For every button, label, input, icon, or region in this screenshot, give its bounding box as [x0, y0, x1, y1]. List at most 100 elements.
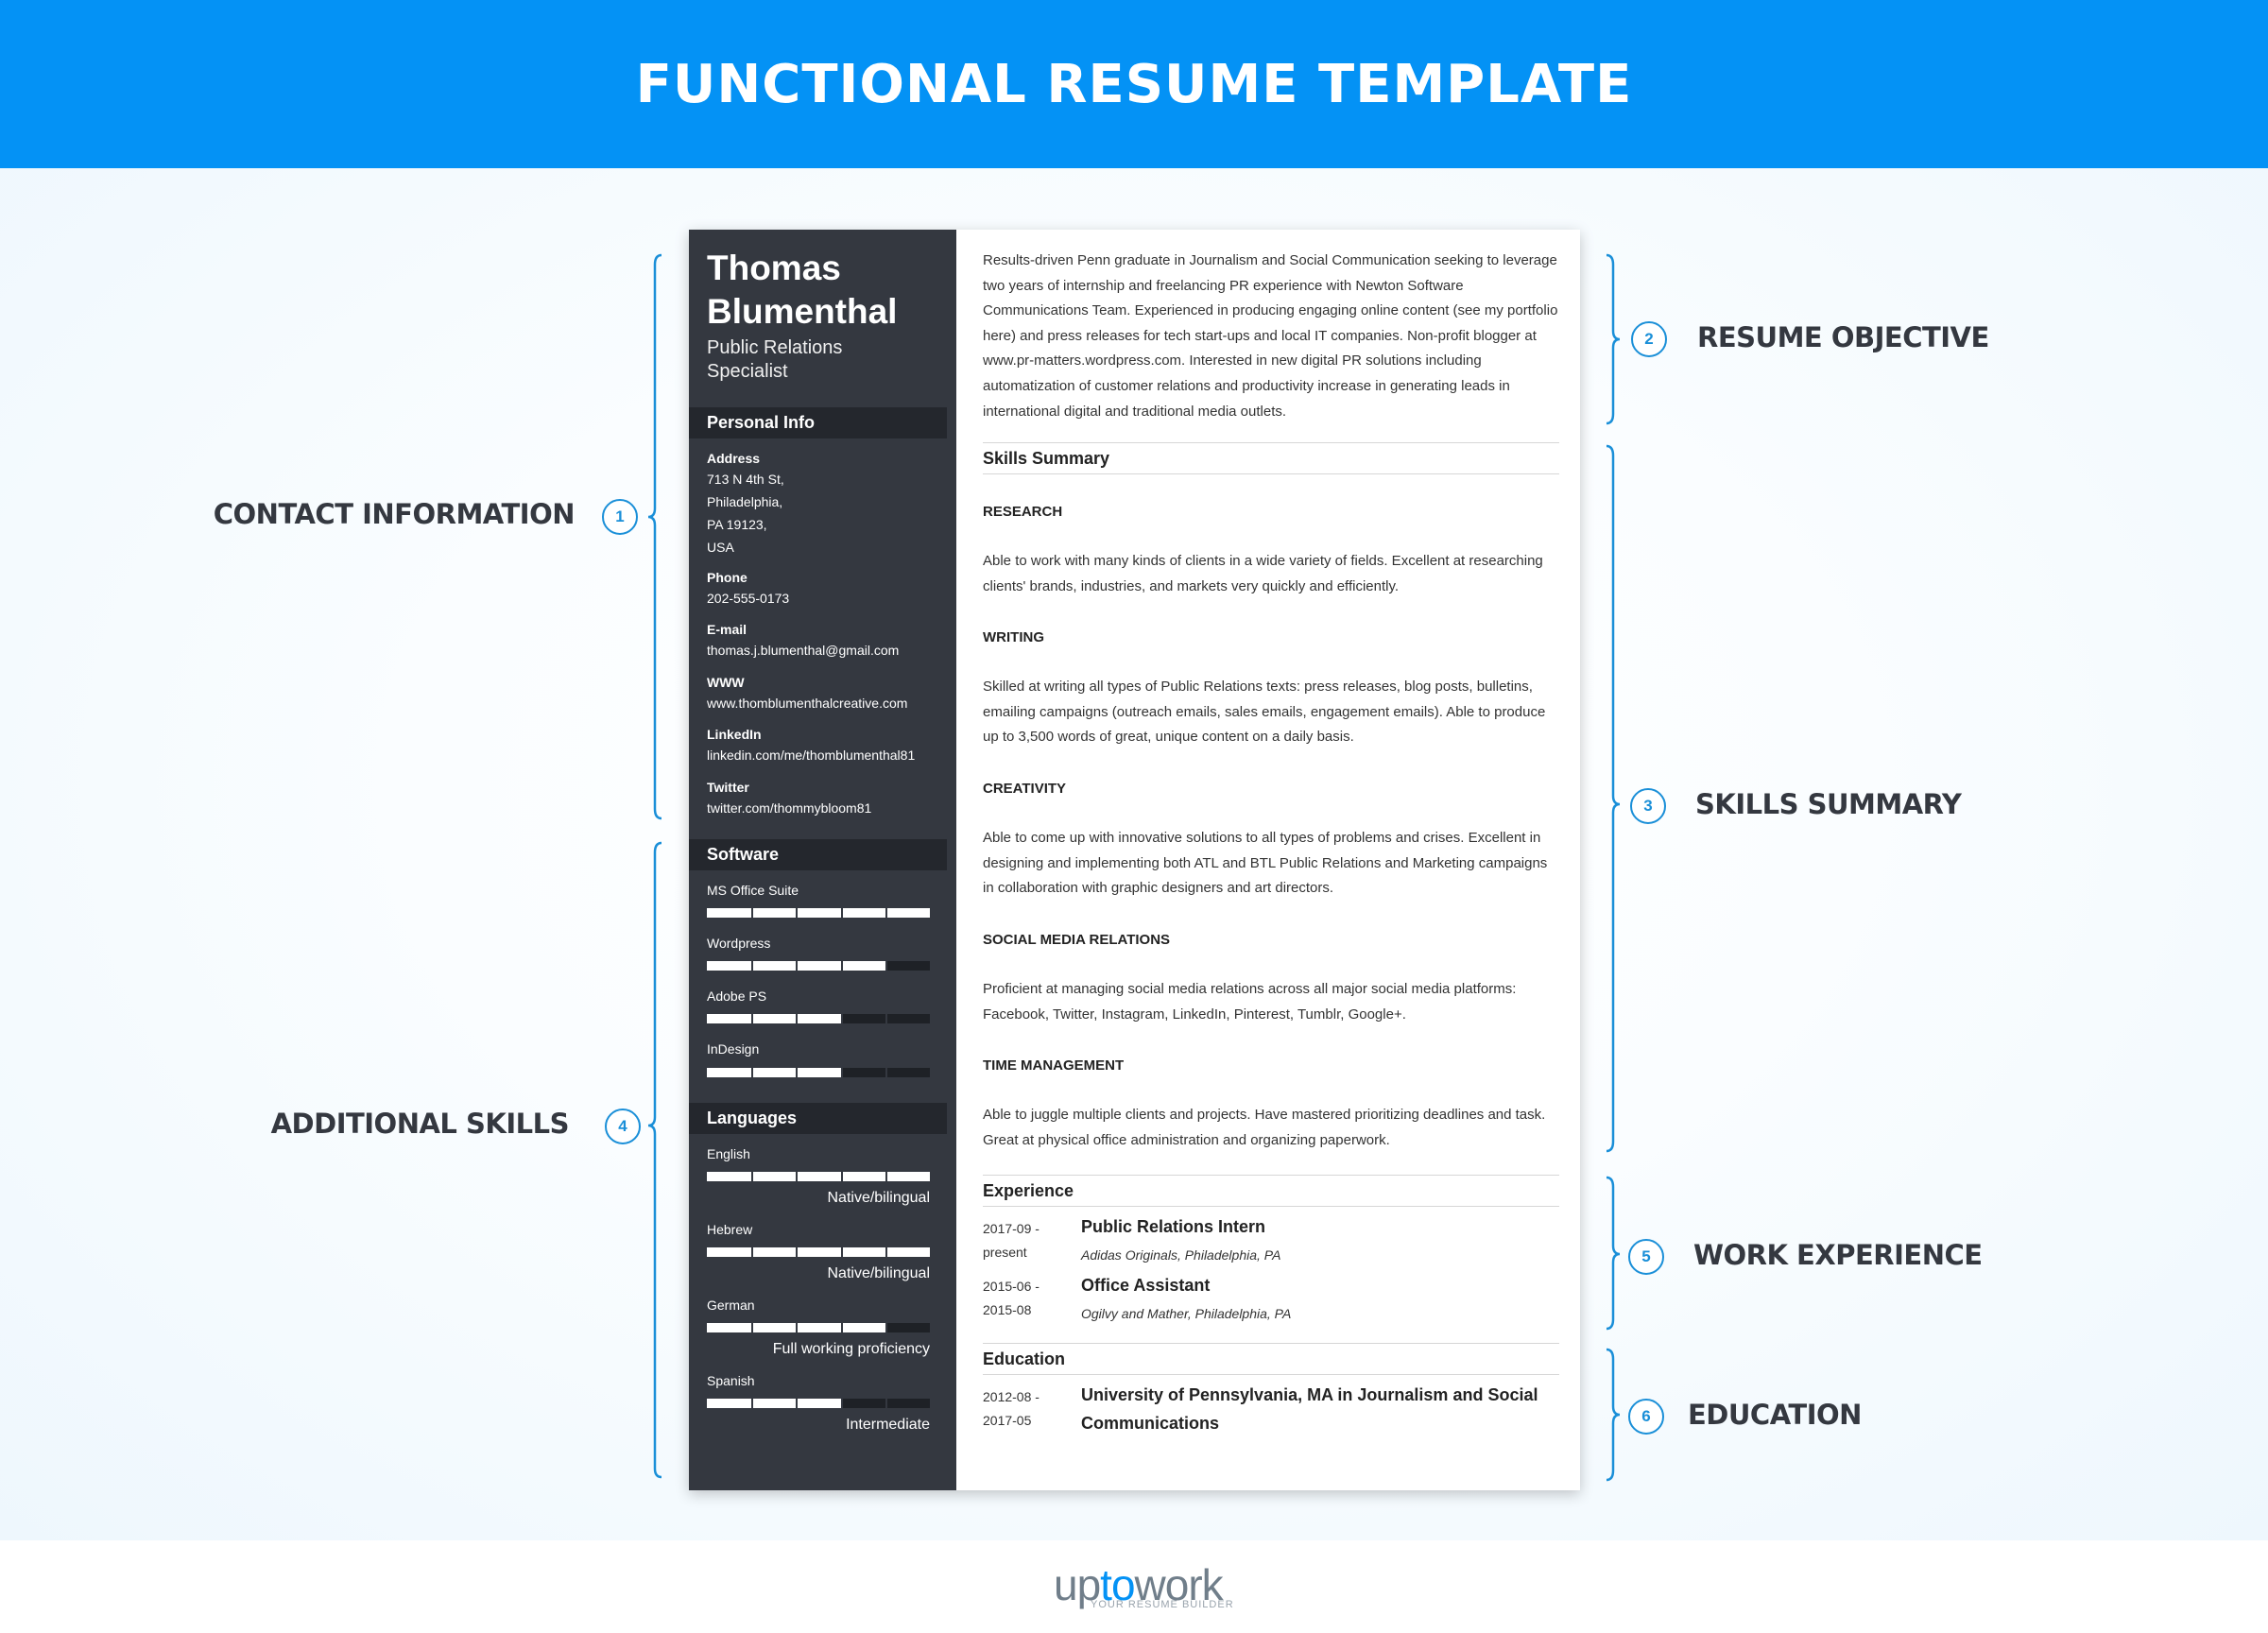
- language-bar-fill: [707, 1399, 841, 1408]
- bar-segment-divider: [840, 1014, 843, 1023]
- language-proficiency: Native/bilingual: [827, 1265, 930, 1281]
- divider: [983, 1206, 1559, 1207]
- divider: [983, 1343, 1559, 1344]
- software-name: InDesign: [707, 1041, 760, 1057]
- divider: [983, 442, 1559, 443]
- annotation-number-1: 1: [602, 499, 638, 535]
- experience-org: Adidas Originals, Philadelphia, PA: [1081, 1247, 1281, 1263]
- bar-segment-divider: [885, 1068, 887, 1077]
- bar-segment-divider: [796, 1014, 799, 1023]
- annotation-label-contact: CONTACT INFORMATION: [213, 498, 576, 530]
- logo-tagline: YOUR RESUME BUILDER: [1091, 1599, 1234, 1610]
- bar-segment-divider: [751, 1172, 754, 1181]
- info-label-address: Address: [707, 451, 761, 466]
- bar-segment-divider: [751, 1014, 754, 1023]
- info-label-email: E-mail: [707, 622, 747, 637]
- language-name: Hebrew: [707, 1222, 753, 1237]
- bar-segment-divider: [796, 961, 799, 971]
- software-bar-fill: [707, 1068, 841, 1077]
- language-name: Spanish: [707, 1373, 755, 1388]
- skill-description: Able to come up with innovative solution…: [983, 830, 1548, 897]
- software-name: Adobe PS: [707, 988, 767, 1004]
- skill-description: Able to juggle multiple clients and proj…: [983, 1107, 1546, 1148]
- candidate-first-name: Thomas: [707, 249, 841, 287]
- bar-segment-divider: [796, 1247, 799, 1257]
- skill-description: Able to work with many kinds of clients …: [983, 553, 1543, 594]
- bar-segment-divider: [885, 1399, 887, 1408]
- experience-role: Public Relations Intern: [1081, 1217, 1266, 1236]
- experience-org: Ogilvy and Mather, Philadelphia, PA: [1081, 1306, 1292, 1321]
- language-bar: [707, 1247, 930, 1257]
- bracket-additional: [647, 841, 662, 1479]
- info-label-www: WWW: [707, 675, 745, 690]
- bar-segment-divider: [751, 1068, 754, 1077]
- annotation-number-5: 5: [1628, 1239, 1664, 1275]
- divider: [983, 473, 1559, 474]
- info-label-phone: Phone: [707, 570, 747, 585]
- header-banner: FUNCTIONAL RESUME TEMPLATE: [0, 0, 2268, 168]
- candidate-last-name: Blumenthal: [707, 292, 898, 331]
- resume-document: Thomas Blumenthal Public Relations Speci…: [689, 230, 1580, 1490]
- language-name: German: [707, 1298, 755, 1313]
- logo-part: work: [1134, 1560, 1224, 1609]
- bar-segment-divider: [840, 1323, 843, 1332]
- divider: [983, 1175, 1559, 1176]
- bracket-objective: [1606, 253, 1621, 425]
- info-value-linkedin: linkedin.com/me/thomblumenthal81: [707, 748, 916, 763]
- education-degree: University of Pennsylvania, MA in Journa…: [1081, 1385, 1538, 1433]
- logo-part-accent: to: [1100, 1560, 1135, 1609]
- personal-info-heading: Personal Info: [689, 407, 947, 438]
- language-proficiency: Intermediate: [846, 1417, 930, 1433]
- bar-segment-divider: [751, 1399, 754, 1408]
- bar-segment-divider: [840, 908, 843, 918]
- bar-segment-divider: [751, 908, 754, 918]
- candidate-job-title: Public Relations Specialist: [707, 337, 843, 382]
- bar-segment-divider: [885, 961, 887, 971]
- education-date: 2012-08 - 2017-05: [983, 1389, 1040, 1428]
- skill-title: CREATIVITY: [983, 781, 1067, 797]
- info-label-twitter: Twitter: [707, 780, 749, 795]
- candidate-name: Thomas Blumenthal: [707, 247, 897, 334]
- language-bar-fill: [707, 1172, 930, 1181]
- language-bar: [707, 1399, 930, 1408]
- bar-segment-divider: [796, 1399, 799, 1408]
- software-bar: [707, 1068, 930, 1077]
- bar-segment-divider: [796, 908, 799, 918]
- bar-segment-divider: [751, 1247, 754, 1257]
- software-bar: [707, 961, 930, 971]
- skill-title: RESEARCH: [983, 504, 1063, 520]
- experience-date: 2017-09 - present: [983, 1221, 1040, 1260]
- bar-segment-divider: [885, 1172, 887, 1181]
- annotation-label-experience: WORK EXPERIENCE: [1693, 1239, 1983, 1271]
- bracket-education: [1606, 1348, 1621, 1482]
- software-bar: [707, 908, 930, 918]
- experience-heading: Experience: [983, 1181, 1074, 1200]
- annotation-label-objective: RESUME OBJECTIVE: [1697, 321, 1989, 353]
- skills-summary-heading: Skills Summary: [983, 449, 1110, 468]
- skill-description: Skilled at writing all types of Public R…: [983, 679, 1546, 746]
- software-heading: Software: [689, 839, 947, 870]
- language-bar-fill: [707, 1247, 930, 1257]
- bracket-skills: [1606, 444, 1621, 1153]
- info-value-phone: 202-555-0173: [707, 591, 790, 606]
- annotation-number-2: 2: [1631, 321, 1667, 357]
- annotation-label-additional: ADDITIONAL SKILLS: [270, 1108, 570, 1140]
- bar-segment-divider: [796, 1172, 799, 1181]
- divider: [983, 1374, 1559, 1375]
- experience-role: Office Assistant: [1081, 1276, 1211, 1295]
- footer: [0, 1540, 2268, 1633]
- info-value-www: www.thomblumenthalcreative.com: [707, 696, 908, 711]
- bar-segment-divider: [796, 1068, 799, 1077]
- annotation-number-4: 4: [605, 1109, 641, 1144]
- software-name: Wordpress: [707, 936, 771, 951]
- experience-date: 2015-06 - 2015-08: [983, 1279, 1040, 1317]
- info-value-address: 713 N 4th St, Philadelphia, PA 19123, US…: [707, 472, 784, 555]
- bar-segment-divider: [885, 908, 887, 918]
- bracket-experience: [1606, 1176, 1621, 1331]
- info-label-linkedin: LinkedIn: [707, 727, 762, 742]
- bar-segment-divider: [840, 1172, 843, 1181]
- software-bar: [707, 1014, 930, 1023]
- skill-title: TIME MANAGEMENT: [983, 1057, 1125, 1074]
- bar-segment-divider: [885, 1323, 887, 1332]
